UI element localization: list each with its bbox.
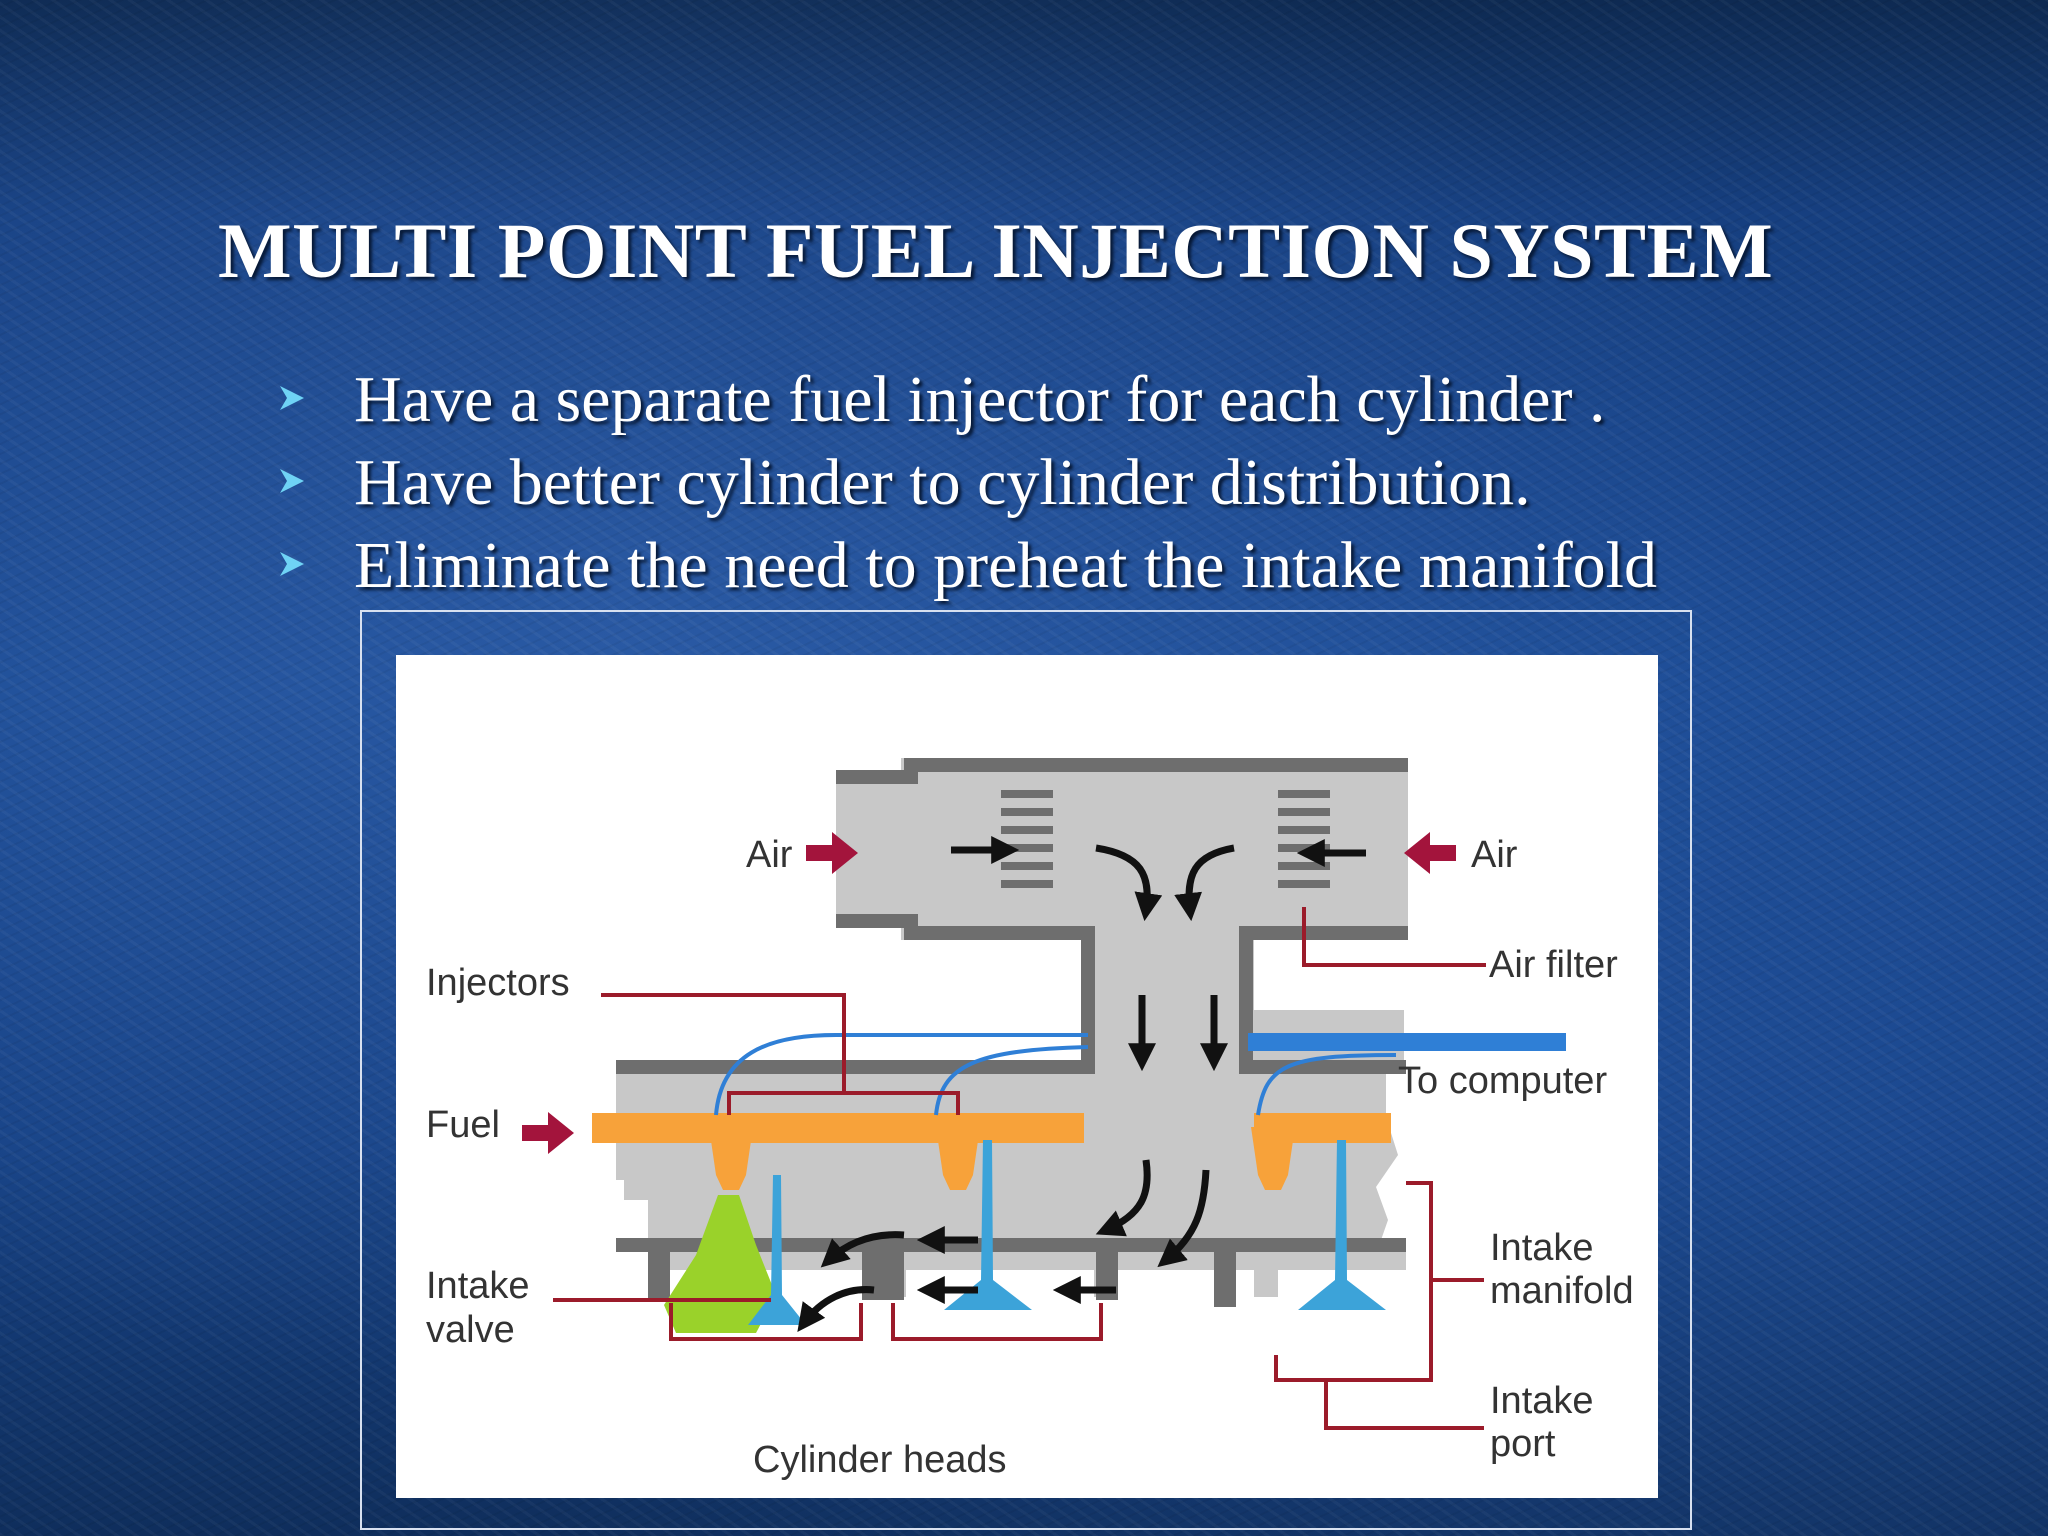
fuel-rail xyxy=(592,1113,1391,1190)
bullet-list: Have a separate fuel injector for each c… xyxy=(280,358,1657,607)
input-arrows xyxy=(522,832,1456,1154)
diagram-canvas: Air Air Air filter Injectors To computer… xyxy=(426,758,1634,1481)
leader-lines xyxy=(553,907,1486,1430)
label-to-computer: To computer xyxy=(1398,1060,1607,1102)
label-fuel: Fuel xyxy=(426,1104,500,1146)
bullet-item: Have better cylinder to cylinder distrib… xyxy=(280,441,1657,524)
injection-diagram: Air Air Air filter Injectors To computer… xyxy=(396,655,1658,1498)
label-intake-valve-line1: Intake xyxy=(426,1265,530,1307)
label-intake-manifold-line2: manifold xyxy=(1490,1270,1634,1312)
label-intake-port-line2: port xyxy=(1490,1423,1556,1465)
bullet-item: Have a separate fuel injector for each c… xyxy=(280,358,1657,441)
bullet-text: Eliminate the need to preheat the intake… xyxy=(354,529,1658,602)
bullet-item: Eliminate the need to preheat the intake… xyxy=(280,524,1657,607)
computer-wires xyxy=(714,1033,1397,1116)
arrowhead-icon xyxy=(280,386,304,410)
image-frame xyxy=(360,610,1692,1530)
label-intake-valve-line2: valve xyxy=(426,1309,515,1351)
label-air-left: Air xyxy=(746,834,793,876)
arrowhead-icon xyxy=(280,469,304,493)
label-intake-port-line1: Intake xyxy=(1490,1380,1594,1422)
intake-valves xyxy=(748,1140,1386,1325)
computer-cable xyxy=(1248,1033,1566,1051)
arrowhead-icon xyxy=(280,552,304,576)
airflow-arrows xyxy=(797,836,1366,1333)
bullet-text: Have a separate fuel injector for each c… xyxy=(354,363,1606,436)
bullet-text: Have better cylinder to cylinder distrib… xyxy=(354,446,1531,519)
label-air-right: Air xyxy=(1471,834,1518,876)
slide-title: MULTI POINT FUEL INJECTION SYSTEM xyxy=(218,207,1774,294)
label-injectors: Injectors xyxy=(426,962,570,1004)
label-air-filter: Air filter xyxy=(1489,944,1618,986)
label-intake-manifold-line1: Intake xyxy=(1490,1227,1594,1269)
label-cylinder-heads: Cylinder heads xyxy=(753,1439,1006,1481)
